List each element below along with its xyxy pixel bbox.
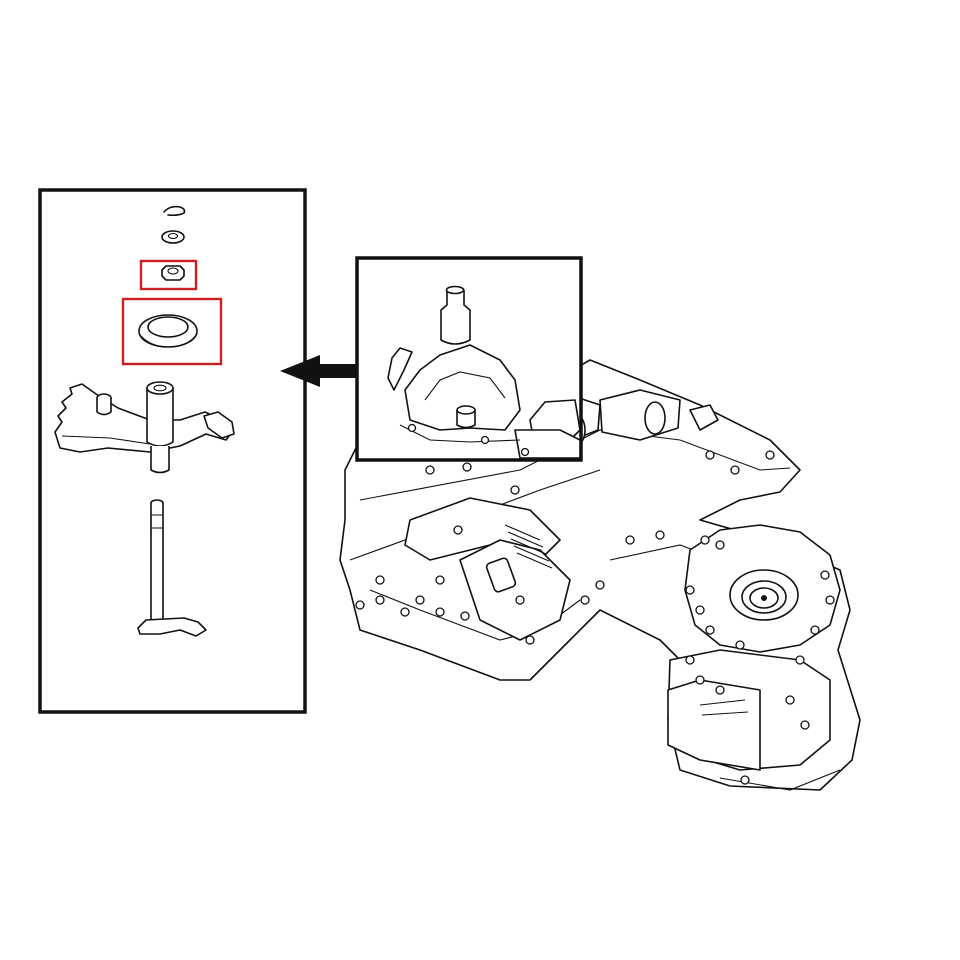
detail-panel [38,188,307,714]
seal-ring-highlight-box [121,297,223,366]
seal-ring [121,297,223,366]
nut [139,259,198,291]
valve-body-assembly [339,359,861,791]
callout-inset [355,256,583,462]
nut-highlight-box [139,259,198,291]
detent-lever [54,381,235,474]
callout-arrow [280,355,358,387]
lower-plate [667,649,841,791]
accumulator [684,524,841,653]
spring [485,524,553,593]
manual-valve-shaft [137,499,207,637]
washer [161,230,185,244]
retaining-clip [163,205,186,217]
